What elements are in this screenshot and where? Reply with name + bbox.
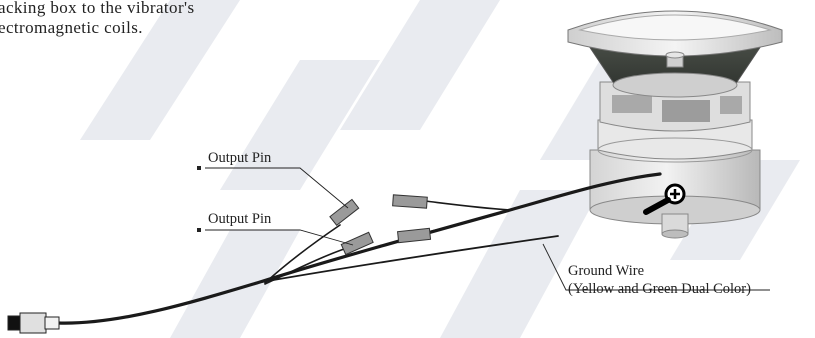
terminal-right-upper [392, 194, 428, 209]
ground-wire-label: Ground Wire (Yellow and Green Dual Color… [568, 262, 751, 298]
terminal-right-lower [397, 227, 432, 244]
intro-text-line1: acking box to the vibrator's [0, 0, 195, 17]
output-pin-top-label: Output Pin [208, 150, 272, 166]
output-pin-bottom-label: Output Pin [208, 211, 272, 227]
output-pin-top-bullet [197, 166, 201, 170]
branch-wire-upper [264, 224, 341, 284]
plug-connector [7, 312, 60, 334]
branch-wire-lower [264, 246, 351, 285]
ground-wire-color-note: (Yellow and Green Dual Color) [568, 281, 751, 297]
ground-wire [261, 235, 559, 283]
ground-wire-title: Ground Wire [568, 263, 645, 279]
vibratory-feeder [567, 10, 783, 239]
output-pin-lower [340, 231, 374, 256]
intro-text-line2: ectromagnetic coils. [0, 18, 143, 37]
intro-text: acking box to the vibrator's ectromagnet… [0, 0, 195, 38]
branch-wire-right-lower [427, 209, 511, 233]
branch-wire-right-upper [424, 200, 511, 211]
wires [56, 172, 662, 325]
output-pin-bottom-bullet [197, 228, 201, 232]
output-pin-upper [329, 198, 360, 227]
main-cable [56, 172, 662, 325]
leader-lines [205, 167, 770, 291]
terminals [329, 194, 432, 256]
